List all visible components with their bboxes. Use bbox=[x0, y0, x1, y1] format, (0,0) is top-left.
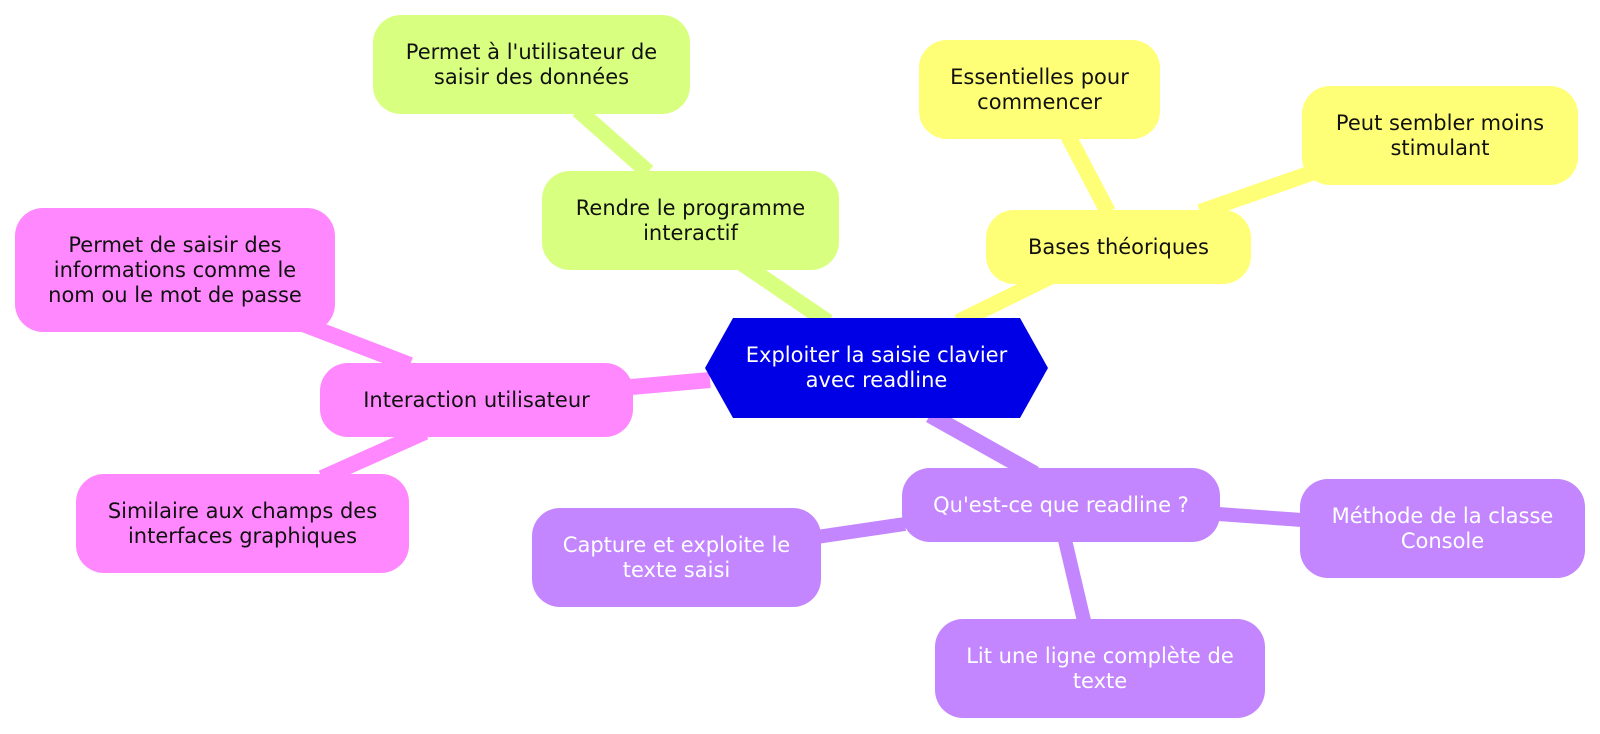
branch-readline: Qu'est-ce que readline ? bbox=[902, 468, 1220, 542]
leaf-capture-texte: Capture et exploite le texte saisi bbox=[532, 508, 821, 607]
branch-bases-label: Bases théoriques bbox=[1027, 234, 1210, 259]
edge-readline-child-3 bbox=[1058, 538, 1092, 627]
edge-bases-child-2 bbox=[1197, 162, 1323, 220]
leaf-ligne-complete: Lit une ligne complète de texte bbox=[935, 619, 1265, 718]
root-hexagon-shape bbox=[705, 318, 1048, 418]
leaf-methode-console: Méthode de la classe Console bbox=[1300, 479, 1585, 578]
edge-bases-child-1 bbox=[1057, 126, 1116, 216]
edge-root-readline bbox=[926, 408, 1039, 481]
leaf-saisir-informations: Permet de saisir des informations comme … bbox=[15, 208, 335, 332]
leaf-essentielles-label: Essentielles pour commencer bbox=[950, 64, 1129, 114]
branch-interaction-label: Interaction utilisateur bbox=[363, 387, 590, 412]
leaf-essentielles: Essentielles pour commencer bbox=[919, 40, 1160, 139]
edge-interactif-child bbox=[572, 104, 654, 178]
branch-readline-label: Qu'est-ce que readline ? bbox=[933, 492, 1189, 517]
edge-interaction-child-2 bbox=[318, 424, 429, 486]
edge-root-interaction bbox=[619, 372, 711, 396]
branch-interactif-label: Rendre le programme interactif bbox=[575, 195, 806, 245]
edge-readline-child-2 bbox=[1217, 507, 1303, 527]
branch-interaction: Interaction utilisateur bbox=[320, 363, 633, 437]
leaf-capture-texte-label: Capture et exploite le texte saisi bbox=[562, 532, 791, 582]
leaf-saisir-informations-label: Permet de saisir des informations comme … bbox=[48, 232, 302, 307]
edge-root-interactif bbox=[735, 255, 833, 329]
branch-interactif: Rendre le programme interactif bbox=[542, 171, 839, 270]
leaf-champs-interfaces-label: Similaire aux champs des interfaces grap… bbox=[107, 498, 378, 548]
leaf-methode-console-label: Méthode de la classe Console bbox=[1331, 503, 1554, 553]
leaf-moins-stimulant: Peut sembler moins stimulant bbox=[1302, 86, 1578, 185]
leaf-saisir-donnees: Permet à l'utilisateur de saisir des don… bbox=[373, 15, 690, 114]
branch-bases: Bases théoriques bbox=[986, 210, 1251, 284]
edge-readline-child-1 bbox=[808, 517, 907, 545]
leaf-moins-stimulant-label: Peut sembler moins stimulant bbox=[1335, 110, 1545, 160]
leaf-champs-interfaces: Similaire aux champs des interfaces grap… bbox=[76, 474, 409, 573]
root-node: Exploiter la saisie clavier avec readlin… bbox=[705, 318, 1048, 418]
leaf-ligne-complete-label: Lit une ligne complète de texte bbox=[966, 643, 1234, 693]
leaf-saisir-donnees-label: Permet à l'utilisateur de saisir des don… bbox=[405, 39, 658, 89]
root-label: Exploiter la saisie clavier avec readlin… bbox=[745, 343, 1008, 392]
